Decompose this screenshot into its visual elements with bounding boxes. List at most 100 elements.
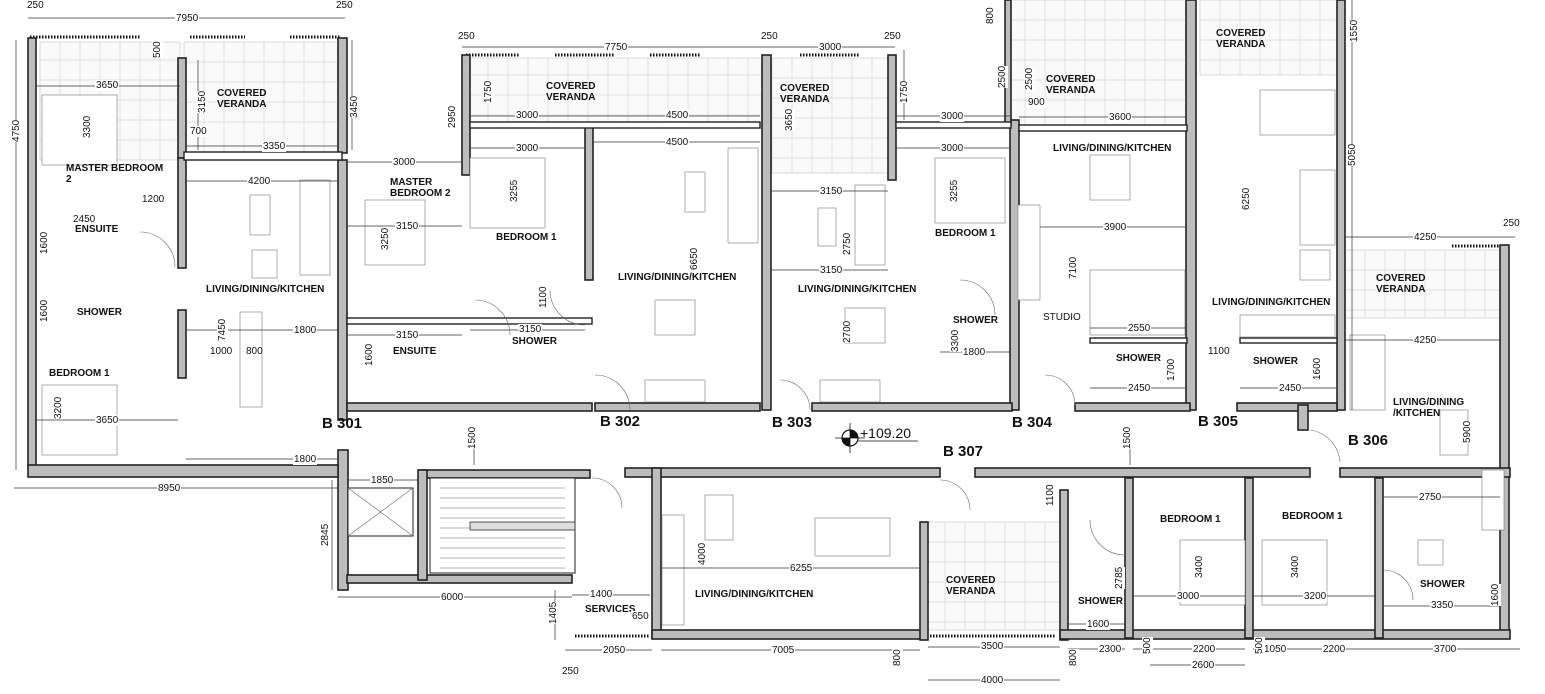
dim-text: 3000 <box>1176 591 1201 602</box>
dim-text: 250 <box>1502 218 1521 229</box>
dim-text: 3150 <box>819 186 844 197</box>
dim-text: 8950 <box>157 483 182 494</box>
room-shower-305: SHOWER <box>1253 356 1298 367</box>
dim-text: 2450 <box>72 214 97 225</box>
dim-text: 1000 <box>210 346 233 357</box>
dim-text: 500 <box>1254 637 1265 654</box>
dim-text: 1600 <box>1086 619 1111 630</box>
dim-text: 800 <box>1068 649 1079 666</box>
dim-text: 3650 <box>95 80 120 91</box>
dim-text: 2550 <box>1127 323 1152 334</box>
dim-text: 1100 <box>1207 346 1231 357</box>
dim-text: 1600 <box>364 343 375 366</box>
room-veranda-303: COVERED VERANDA <box>780 83 830 105</box>
dim-text: 700 <box>189 126 208 137</box>
dim-text: 2200 <box>1192 644 1217 655</box>
dim-text: 3350 <box>262 141 287 152</box>
dim-text: 2500 <box>997 65 1008 88</box>
dim-text: 7005 <box>771 645 796 656</box>
unit-label-b301: B 301 <box>322 415 363 432</box>
room-shower-306: SHOWER <box>1420 579 1465 590</box>
dim-text: 250 <box>561 666 580 677</box>
dim-text: 4000 <box>697 542 708 565</box>
dim-text: 7450 <box>217 318 228 341</box>
dim-text: 2785 <box>1114 566 1125 589</box>
room-veranda-302: COVERED VERANDA <box>546 81 596 103</box>
railings <box>30 35 1505 638</box>
dim-text: 3400 <box>1290 555 1301 578</box>
dim-text: 800 <box>985 7 996 24</box>
dim-text: 4000 <box>980 675 1005 686</box>
dim-text: 1600 <box>1312 357 1323 380</box>
room-veranda-305: COVERED VERANDA <box>1216 28 1266 50</box>
dim-text: 3150 <box>197 90 208 113</box>
dim-text: 1800 <box>293 454 318 465</box>
dim-text: 1600 <box>1490 583 1501 606</box>
dim-text: 6000 <box>440 592 465 603</box>
dim-text: 2600 <box>1191 660 1216 671</box>
dim-text: 250 <box>760 31 779 42</box>
dim-text: 2500 <box>1024 67 1035 90</box>
room-bedroom-307a: BEDROOM 1 <box>1160 514 1221 525</box>
dim-text: 4750 <box>11 119 22 142</box>
dim-text: 7100 <box>1068 256 1079 279</box>
furniture <box>41 89 1505 626</box>
dim-text: 1700 <box>1166 358 1177 381</box>
dim-text: 3200 <box>53 396 64 419</box>
dim-text: 7950 <box>175 13 200 24</box>
room-master-bedroom-302: MASTER BEDROOM 2 <box>390 177 451 199</box>
room-veranda-304: COVERED VERANDA <box>1046 74 1096 96</box>
dim-text: 4250 <box>1413 232 1438 243</box>
dim-text: 3000 <box>940 143 965 154</box>
dim-text: 1500 <box>467 426 478 449</box>
room-living-306: LIVING/DINING /KITCHEN <box>1393 397 1465 419</box>
dim-text: 3000 <box>515 143 540 154</box>
dim-text: 7750 <box>604 42 629 53</box>
dim-text: 3600 <box>1108 112 1133 123</box>
dim-text: 800 <box>246 346 263 357</box>
dim-text: 3150 <box>395 221 420 232</box>
dim-text: 1100 <box>538 286 549 308</box>
room-living-304: LIVING/DINING/KITCHEN <box>1053 143 1172 154</box>
room-master-bedroom-301: MASTER BEDROOM 2 <box>66 163 164 185</box>
room-shower-304: SHOWER <box>1116 353 1161 364</box>
dim-text: 4500 <box>665 137 690 148</box>
dim-text: 3300 <box>950 329 961 352</box>
dim-text: 3200 <box>1303 591 1328 602</box>
dim-text: 1600 <box>39 299 50 322</box>
dim-text: 500 <box>1142 637 1153 654</box>
room-living-303: LIVING/DINING/KITCHEN <box>798 284 917 295</box>
dim-text: 900 <box>1027 97 1046 108</box>
dim-text: 3000 <box>515 110 540 121</box>
dim-text: 5050 <box>1347 143 1358 166</box>
unit-label-b306: B 306 <box>1348 432 1389 449</box>
dim-text: 5900 <box>1462 420 1473 443</box>
dim-text: 6255 <box>789 563 814 574</box>
room-shower-307: SHOWER <box>1078 596 1123 607</box>
dim-text: 2200 <box>1322 644 1347 655</box>
dim-text: 3450 <box>349 95 360 118</box>
unit-label-b307: B 307 <box>943 443 984 460</box>
dim-text: 650 <box>631 611 650 622</box>
dim-text: 1050 <box>1263 644 1288 655</box>
dim-text: 2700 <box>842 320 853 343</box>
dim-text: 3000 <box>940 111 965 122</box>
dim-text: 4200 <box>247 176 272 187</box>
dim-text: 4250 <box>1413 335 1438 346</box>
room-living-307: LIVING/DINING/KITCHEN <box>695 589 814 600</box>
dim-text: 1800 <box>962 347 987 358</box>
room-bedroom-307b: BEDROOM 1 <box>1282 511 1343 522</box>
doors <box>139 231 1414 601</box>
dim-text: 1500 <box>1122 426 1133 449</box>
room-shower-302: SHOWER <box>512 336 557 347</box>
dim-text: 1850 <box>370 475 395 486</box>
walls <box>27 0 1511 641</box>
dim-text: 3000 <box>392 157 417 168</box>
room-shower-303: SHOWER <box>953 315 998 326</box>
dim-text: 2950 <box>447 105 458 128</box>
dim-text: 250 <box>335 0 354 11</box>
dim-text: 1100 <box>1045 484 1056 506</box>
dim-text: 800 <box>892 649 903 666</box>
room-shower-301: SHOWER <box>77 307 122 318</box>
